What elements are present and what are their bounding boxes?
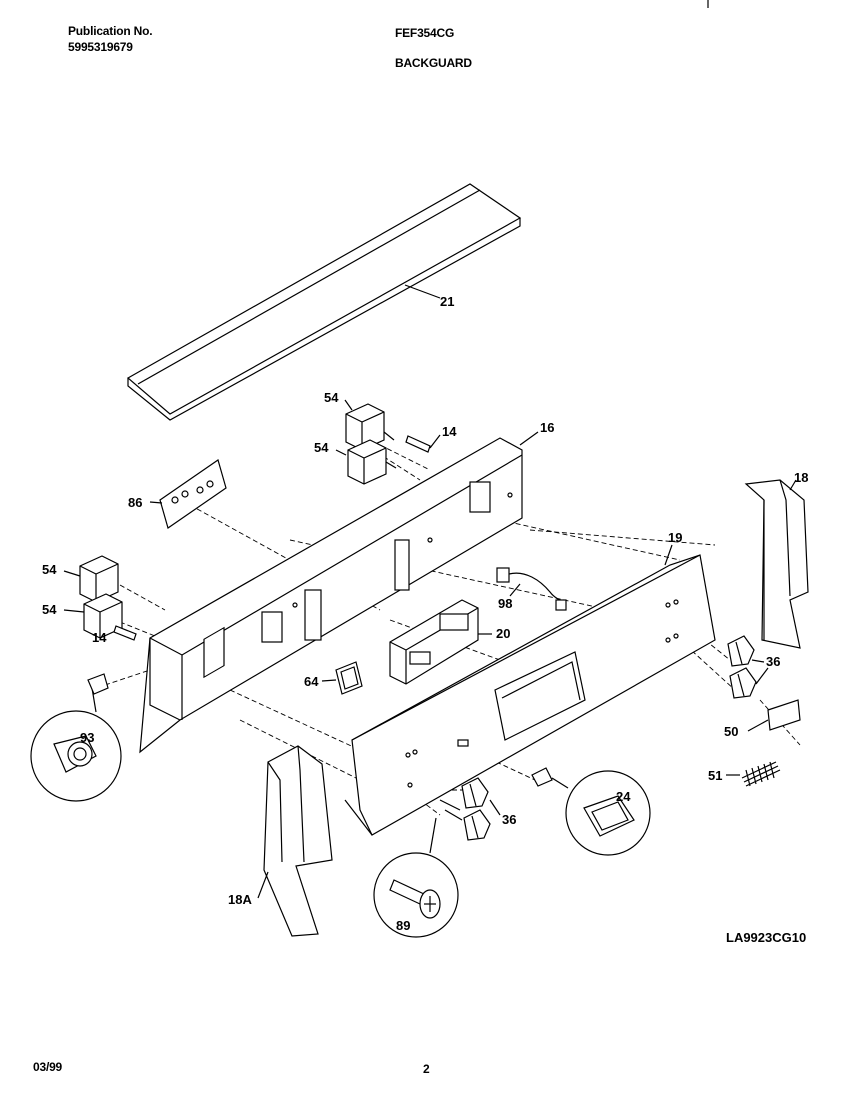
page-number: 2 [423,1062,430,1076]
callout-18: 18 [794,470,808,485]
leader-54b [335,449,347,456]
callout-19: 19 [668,530,682,545]
callout-89: 89 [396,918,410,933]
part-24-switch-detail [531,767,651,856]
leader-36a2 [755,667,769,685]
part-51-spring [741,761,781,787]
part-21-top-trim [126,183,522,421]
leader-98 [509,583,521,597]
leader-54c [63,570,81,577]
part-18-right-endcap [744,479,809,649]
leader-21 [404,284,441,299]
callout-54a: 54 [324,390,339,405]
callout-16: 16 [540,420,554,435]
part-19-front-panel [344,554,716,836]
part-18a-left-endcap [263,745,333,937]
part-89-screw-detail [373,817,459,938]
diagram-code: LA9923CG10 [726,930,806,945]
part-93-thermostat-detail [30,673,122,802]
part-14-upper-stud [405,434,441,453]
callout-18a: 18A [228,892,252,907]
part-14-lower-stud [113,625,137,641]
part-54-upper-relays [345,403,397,485]
leader-64 [321,679,337,682]
model-number: FEF354CG [395,26,455,40]
callout-51: 51 [708,768,722,783]
section-title: BACKGUARD [395,56,472,70]
part-86-terminal-block [159,459,227,529]
callout-54c: 54 [42,562,57,577]
callout-24: 24 [616,789,631,804]
callout-36b: 36 [502,812,516,827]
part-64-lens [335,661,363,695]
callout-98: 98 [498,596,512,611]
callout-50: 50 [724,724,738,739]
publication-number: 5995319679 [68,40,133,54]
callout-20: 20 [496,626,510,641]
callout-14b: 14 [92,630,107,645]
part-20-clock-timer [389,599,479,685]
callout-54b: 54 [314,440,329,455]
leader-50 [747,719,769,732]
callout-86: 86 [128,495,142,510]
callout-64: 64 [304,674,319,689]
leader-18 [789,479,797,491]
leader-16 [519,431,539,446]
publication-label: Publication No. [68,24,153,38]
leader-86 [149,501,163,504]
footer-date: 03/99 [33,1060,63,1074]
leader-54d [63,609,85,613]
part-16-rear-panel [139,437,523,754]
leader-36a [751,659,765,663]
callout-93: 93 [80,730,94,745]
callout-54d: 54 [42,602,57,617]
callout-14a: 14 [442,424,457,439]
leader-54a [344,399,353,411]
leader-36b [489,799,501,816]
leader-18a [257,871,269,899]
callout-36a: 36 [766,654,780,669]
part-98-wire-harness [496,567,567,611]
callout-21: 21 [440,294,454,309]
part-36-front-knobs [439,777,491,841]
part-54-left-relays [79,555,123,639]
part-50-bracket [767,699,801,731]
part-36-right-knobs [727,635,757,699]
leader-19 [664,544,673,566]
